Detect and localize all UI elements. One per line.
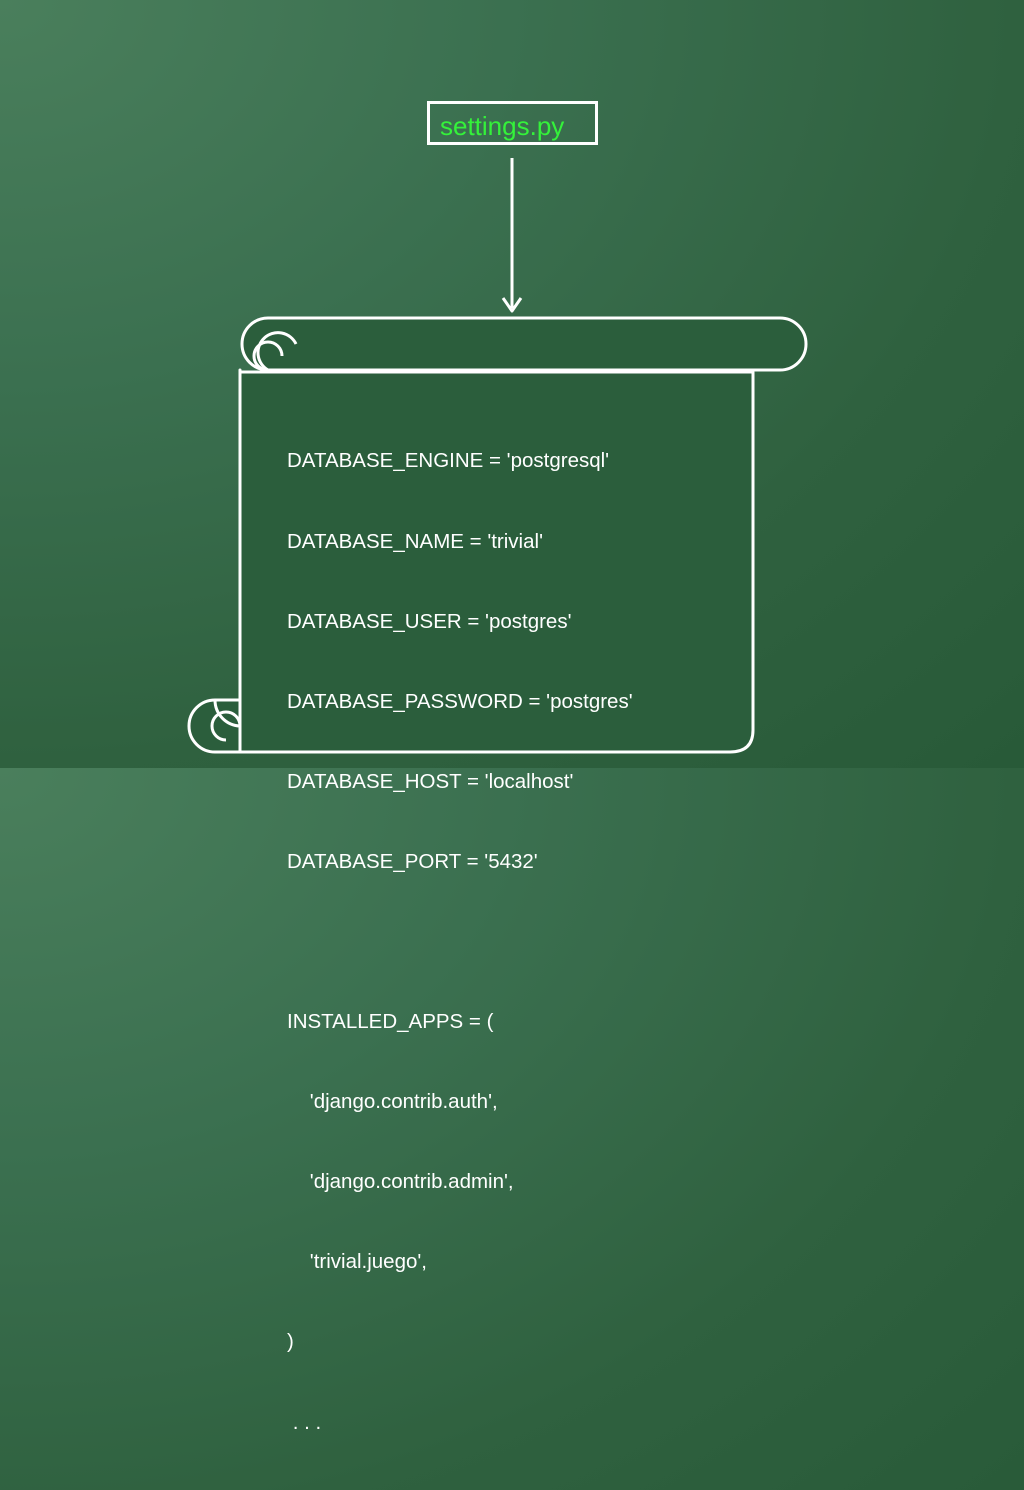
code-line: ) <box>287 1330 294 1354</box>
diagram-slide: settings.py DATABASE_ENGINE = 'postgresq… <box>187 101 808 754</box>
code-line: INSTALLED_APPS = ( <box>287 1010 494 1034</box>
scroll-shape <box>187 316 808 754</box>
code-line: DATABASE_HOST = 'localhost' <box>287 769 574 793</box>
scroll-bottom-curl <box>210 710 242 742</box>
code-line: DATABASE_ENGINE = 'postgresql' <box>287 449 610 473</box>
code-line: DATABASE_PORT = '5432' <box>287 849 538 873</box>
code-line: DATABASE_NAME = 'trivial' <box>287 529 543 553</box>
scroll-top-curl <box>256 331 298 372</box>
scroll-illustration <box>187 158 808 754</box>
settings-file-box: settings.py <box>427 101 598 145</box>
code-line: 'django.contrib.auth', <box>287 1090 498 1114</box>
code-line: DATABASE_USER = 'postgres' <box>287 609 572 633</box>
settings-file-label: settings.py <box>440 111 565 141</box>
connector-arrow <box>501 158 523 313</box>
code-line <box>287 929 633 956</box>
scroll-top-roll <box>240 316 808 372</box>
code-line: 'django.contrib.admin', <box>287 1170 514 1194</box>
settings-code-block: DATABASE_ENGINE = 'postgresql' DATABASE_… <box>287 395 633 1490</box>
code-line: . . . <box>287 1410 322 1434</box>
code-line: 'trivial.juego', <box>287 1250 427 1274</box>
scroll-sheet <box>238 368 755 754</box>
code-line: DATABASE_PASSWORD = 'postgres' <box>287 689 633 713</box>
